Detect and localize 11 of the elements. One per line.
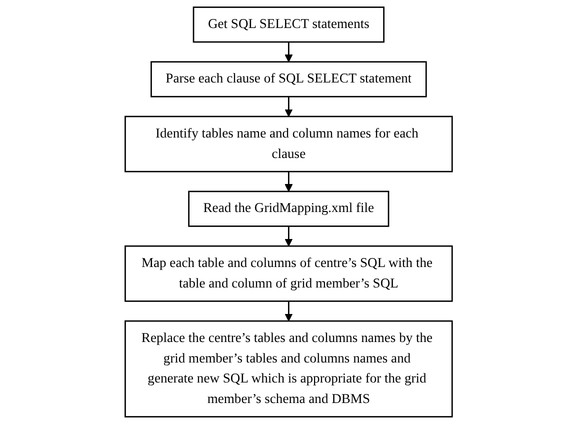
node-box: Map each table and columns of centre’s SQL with the table and column of grid member’s SQL bbox=[124, 245, 453, 302]
arrow bbox=[284, 42, 292, 62]
arrow bbox=[284, 96, 292, 117]
node-box: Read the GridMapping.xml file bbox=[188, 190, 390, 227]
arrow bbox=[284, 172, 292, 192]
arrow bbox=[284, 301, 292, 322]
node-box: Parse each clause of SQL SELECT statement bbox=[150, 61, 427, 98]
node-box: Identify tables name and column names for each clause bbox=[124, 116, 453, 172]
arrow bbox=[284, 226, 292, 246]
node-box: Replace the centre’s tables and columns names by the grid member’s tables and columns names and generate new SQL which is appropriate for the grid member’s schema and DBMS bbox=[124, 320, 453, 418]
node-box: Get SQL SELECT statements bbox=[192, 6, 384, 43]
